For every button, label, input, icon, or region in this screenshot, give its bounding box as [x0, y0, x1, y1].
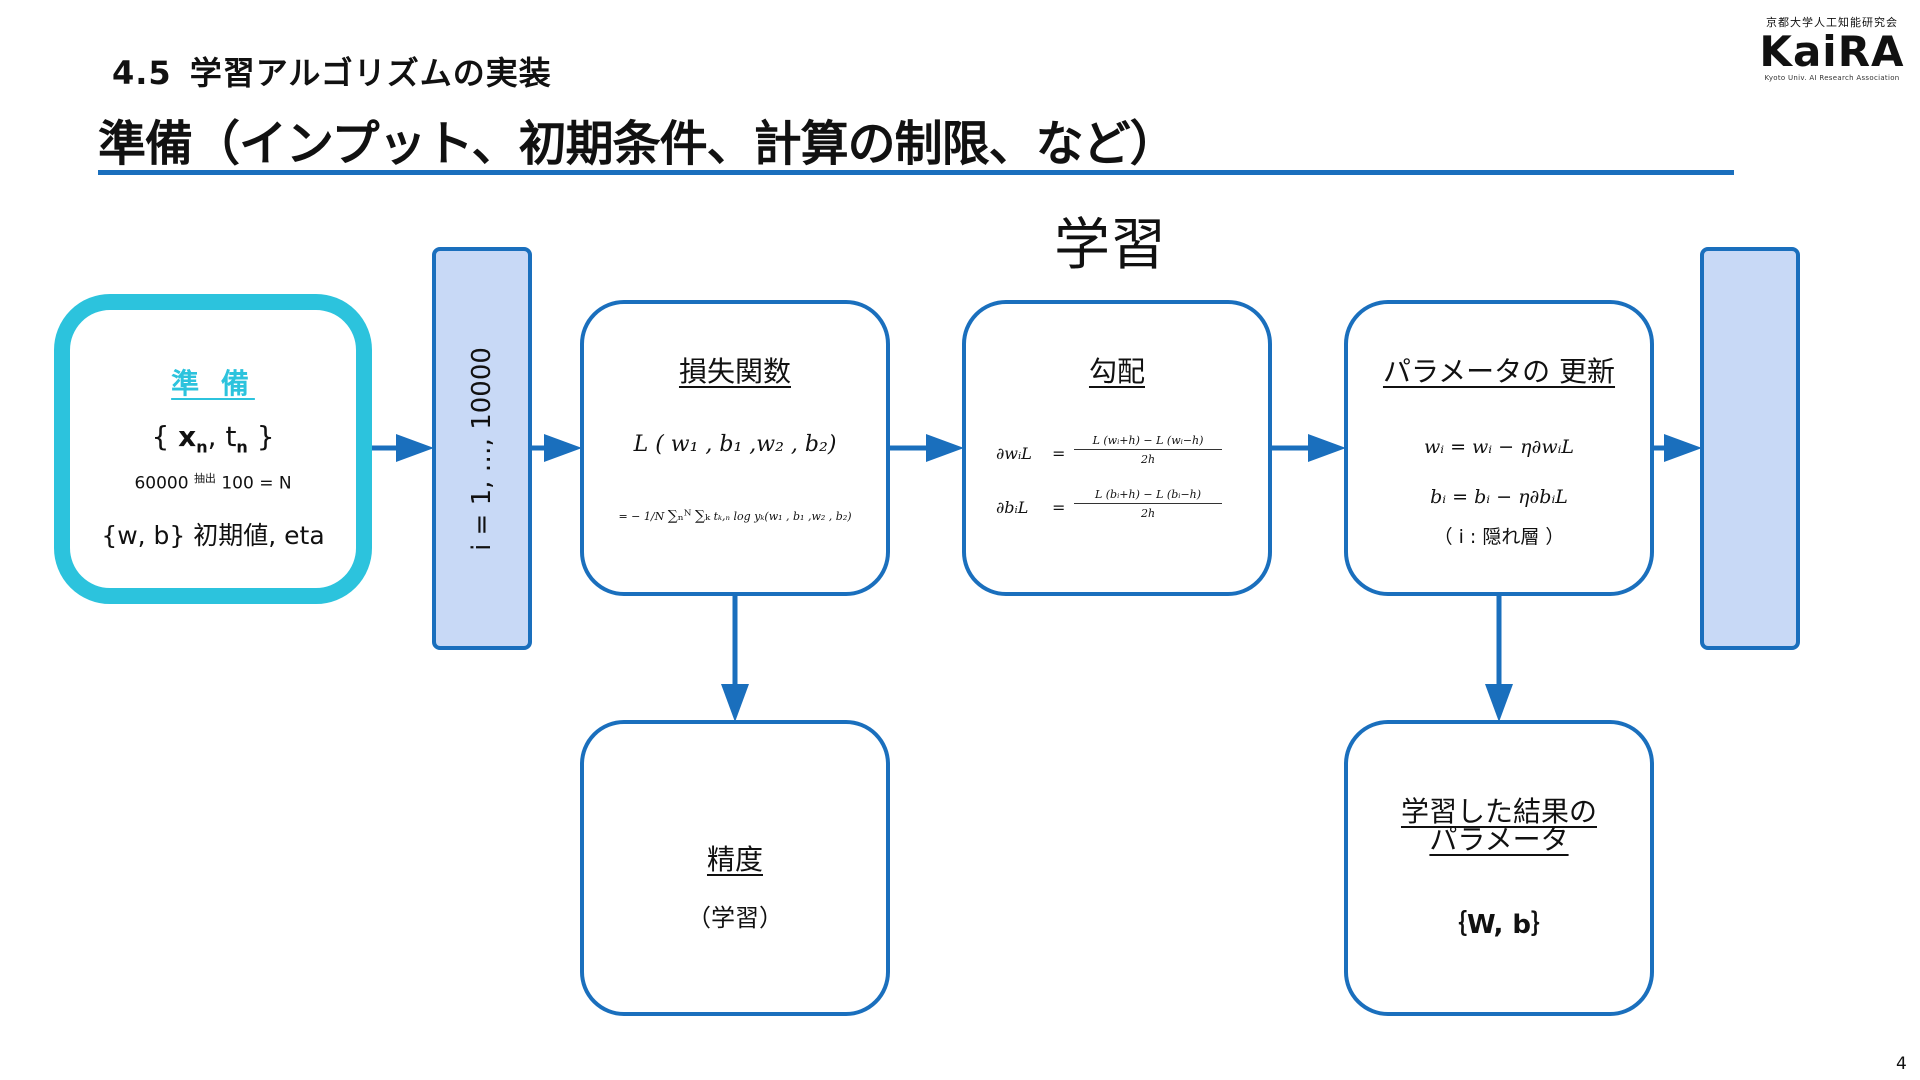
brace-close: } — [247, 420, 275, 453]
training-data: { xn, tn } — [70, 420, 356, 457]
section-heading: 4.5 学習アルゴリズムの実装 — [112, 48, 552, 94]
learned-parameters-title-line1: 学習した結果の — [1400, 795, 1597, 828]
section-number: 4.5 — [112, 54, 172, 92]
gradient-b-lhs: ∂bᵢL — [996, 498, 1029, 517]
sum-over-n: ∑ₙᴺ — [667, 508, 692, 524]
gradient-b-equals: = — [1052, 498, 1066, 517]
arrowhead-loss-to-accuracy — [721, 684, 749, 722]
gradient-w-denominator: 2h — [1140, 453, 1156, 466]
gradient-w-fraction: L (wᵢ+h) − L (wᵢ−h) 2h — [1074, 434, 1222, 466]
target-t-subscript: n — [236, 437, 248, 457]
gradient-w-row: ∂wᵢL = L (wᵢ+h) − L (wᵢ−h) 2h — [990, 434, 1258, 474]
gradient-b-fraction: L (bᵢ+h) − L (bᵢ−h) 2h — [1074, 488, 1222, 520]
preparation-title: 準 備 — [171, 367, 255, 400]
gradient-w-numerator: L (wᵢ+h) − L (wᵢ−h) — [1074, 434, 1222, 450]
logo-org-name: 京都大学人工知能研究会 — [1766, 16, 1898, 29]
loss-expansion: = − 1/N ∑ₙᴺ ∑ₖ tₖ,ₙ log yₖ(w₁ , b₁ ,w₂ ,… — [584, 508, 886, 524]
learned-parameters-title-line2: パラメータ — [1429, 823, 1569, 856]
update-formulas: wᵢ = wᵢ − η∂wᵢL bᵢ = bᵢ − η∂bᵢL — [1348, 422, 1650, 522]
loss-expansion-prefix: = − — [618, 510, 641, 523]
logo-english-name: Kyoto Univ. AI Research Association — [1764, 74, 1900, 82]
update-note: （ i : 隠れ層 ） — [1433, 526, 1565, 548]
accuracy-body: （学習） — [687, 904, 783, 932]
loop-bar: i = 1, …, 10000 — [432, 247, 532, 650]
arrowhead-update-to-result — [1485, 684, 1513, 722]
input-x: x — [178, 420, 197, 453]
loop-range-label: i = 1, …, 10000 — [467, 346, 497, 551]
learned-parameters-box: 学習した結果の パラメータ ｛W, b｝ — [1344, 720, 1654, 1016]
gradient-b-numerator: L (bᵢ+h) − L (bᵢ−h) — [1074, 488, 1222, 504]
gradient-title: 勾配 — [1088, 355, 1145, 388]
learned-parameters-title: 学習した結果の パラメータ — [1348, 798, 1650, 854]
arrowhead-gradient-to-update — [1308, 434, 1346, 462]
sample-extract-label: 抽出 — [193, 472, 216, 485]
gradient-b-row: ∂bᵢL = L (bᵢ+h) − L (bᵢ−h) 2h — [990, 488, 1258, 528]
accuracy-box: 精度 （学習） — [580, 720, 890, 1016]
learned-parameters-body: ｛W, b｝ — [1440, 910, 1558, 940]
loss-expansion-fraction: 1/N — [643, 510, 665, 523]
gradient-b-denominator: 2h — [1140, 507, 1156, 520]
arrowhead-update-to-end — [1664, 434, 1702, 462]
learning-label: 学習 — [1054, 213, 1166, 278]
arrowhead-prep-to-loop — [396, 434, 434, 462]
slide-title: 準備（インプット、初期条件、計算の制限、など） — [98, 116, 1178, 172]
initial-values: {w, b} 初期値, eta — [101, 521, 325, 550]
update-b-formula: bᵢ = bᵢ − η∂bᵢL — [1430, 486, 1568, 508]
gradient-w-lhs: ∂wᵢL — [996, 444, 1032, 463]
kaira-logo: 京都大学人工知能研究会 KaiRA Kyoto Univ. AI Researc… — [1752, 14, 1912, 84]
input-x-subscript: n — [196, 437, 208, 457]
target-t: t — [225, 420, 237, 453]
end-bar — [1700, 247, 1800, 650]
arrowhead-loop-to-loss — [544, 434, 582, 462]
parameter-update-title: パラメータの 更新 — [1382, 355, 1616, 388]
sample-batch: 100 = N — [221, 473, 292, 494]
loss-formula: L ( w₁ , b₁ ,w₂ , b₂) — [633, 432, 837, 457]
accuracy-title: 精度 — [706, 843, 763, 876]
gradient-box: 勾配 ∂wᵢL = L (wᵢ+h) − L (wᵢ−h) 2h ∂bᵢL = … — [962, 300, 1272, 596]
parameter-update-box: パラメータの 更新 wᵢ = wᵢ − η∂wᵢL bᵢ = bᵢ − η∂bᵢ… — [1344, 300, 1654, 596]
logo-wordmark: KaiRA — [1759, 27, 1905, 76]
section-title: 学習アルゴリズムの実装 — [189, 54, 552, 92]
page-number: 4 — [1896, 1054, 1907, 1074]
loss-function-title: 損失関数 — [678, 355, 791, 388]
title-underline — [98, 170, 1734, 175]
sample-total: 60000 — [134, 473, 189, 494]
arrowhead-loss-to-gradient — [926, 434, 964, 462]
update-w-formula: wᵢ = wᵢ − η∂wᵢL — [1423, 436, 1575, 458]
preparation-box: 準 備 { xn, tn } 60000 抽出 100 = N {w, b} 初… — [54, 294, 372, 604]
sampling-note: 60000 抽出 100 = N — [70, 470, 356, 494]
comma: , — [207, 420, 226, 453]
loss-function-box: 損失関数 L ( w₁ , b₁ ,w₂ , b₂) = − 1/N ∑ₙᴺ ∑… — [580, 300, 890, 596]
sum-over-k: ∑ₖ — [695, 508, 711, 524]
loss-expansion-body: tₖ,ₙ log yₖ(w₁ , b₁ ,w₂ , b₂) — [713, 510, 852, 523]
gradient-w-equals: = — [1052, 444, 1066, 463]
brace-open: { — [151, 420, 179, 453]
